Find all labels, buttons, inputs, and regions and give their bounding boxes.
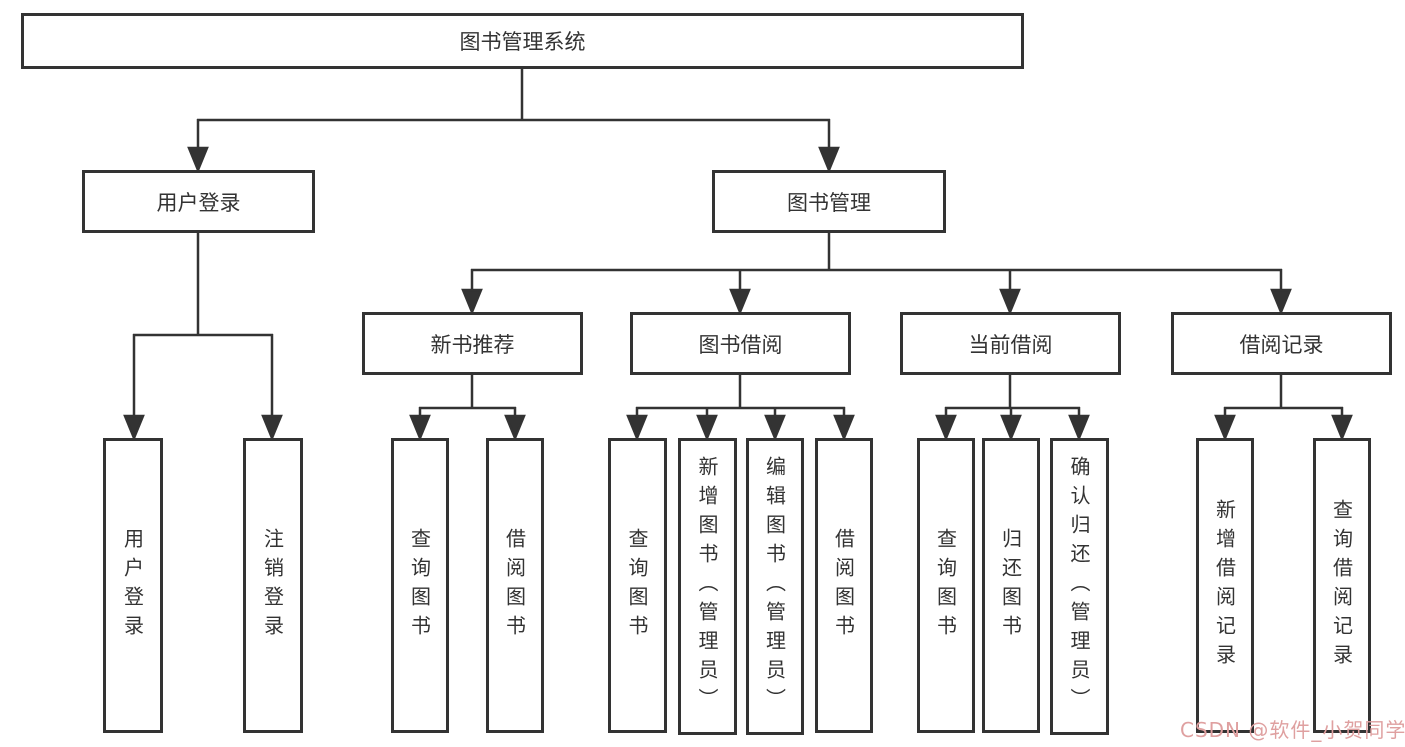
leaf-confirm-return-admin: 确认归还（管理员） [1050, 438, 1109, 735]
node-book-management: 图书管理 [712, 170, 946, 233]
leaf-borrow-books: 借阅图书 [815, 438, 873, 733]
leaf-borrow-query-books: 查询图书 [608, 438, 667, 733]
leaf-recommend-borrow-books: 借阅图书 [486, 438, 544, 733]
node-root: 图书管理系统 [21, 13, 1024, 69]
connector-current-to-leaves [935, 375, 1090, 442]
leaf-return-books: 归还图书 [982, 438, 1040, 733]
node-user-login: 用户登录 [82, 170, 315, 233]
leaf-logout: 注销登录 [243, 438, 303, 733]
leaf-query-borrow-record: 查询借阅记录 [1313, 438, 1371, 733]
connector-recommend-to-leaves [409, 375, 526, 442]
connector-root-to-level2 [187, 69, 840, 174]
connector-borrow-to-leaves [626, 375, 855, 442]
node-new-book-recommend: 新书推荐 [362, 312, 583, 375]
leaf-current-query-books: 查询图书 [917, 438, 975, 733]
leaf-edit-books-admin: 编辑图书（管理员） [746, 438, 804, 735]
leaf-add-borrow-record: 新增借阅记录 [1196, 438, 1254, 733]
watermark: CSDN @软件_小贺同学 [1180, 718, 1405, 742]
node-current-borrow: 当前借阅 [900, 312, 1121, 375]
connector-login-to-leaves [123, 232, 283, 442]
leaf-user-login: 用户登录 [103, 438, 163, 733]
node-borrow-records: 借阅记录 [1171, 312, 1392, 375]
node-book-borrow: 图书借阅 [630, 312, 851, 375]
leaf-recommend-query-books: 查询图书 [391, 438, 449, 733]
connector-mgmt-to-level3 [461, 233, 1292, 316]
connector-records-to-leaves [1214, 375, 1353, 442]
leaf-add-books-admin: 新增图书（管理员） [678, 438, 737, 735]
